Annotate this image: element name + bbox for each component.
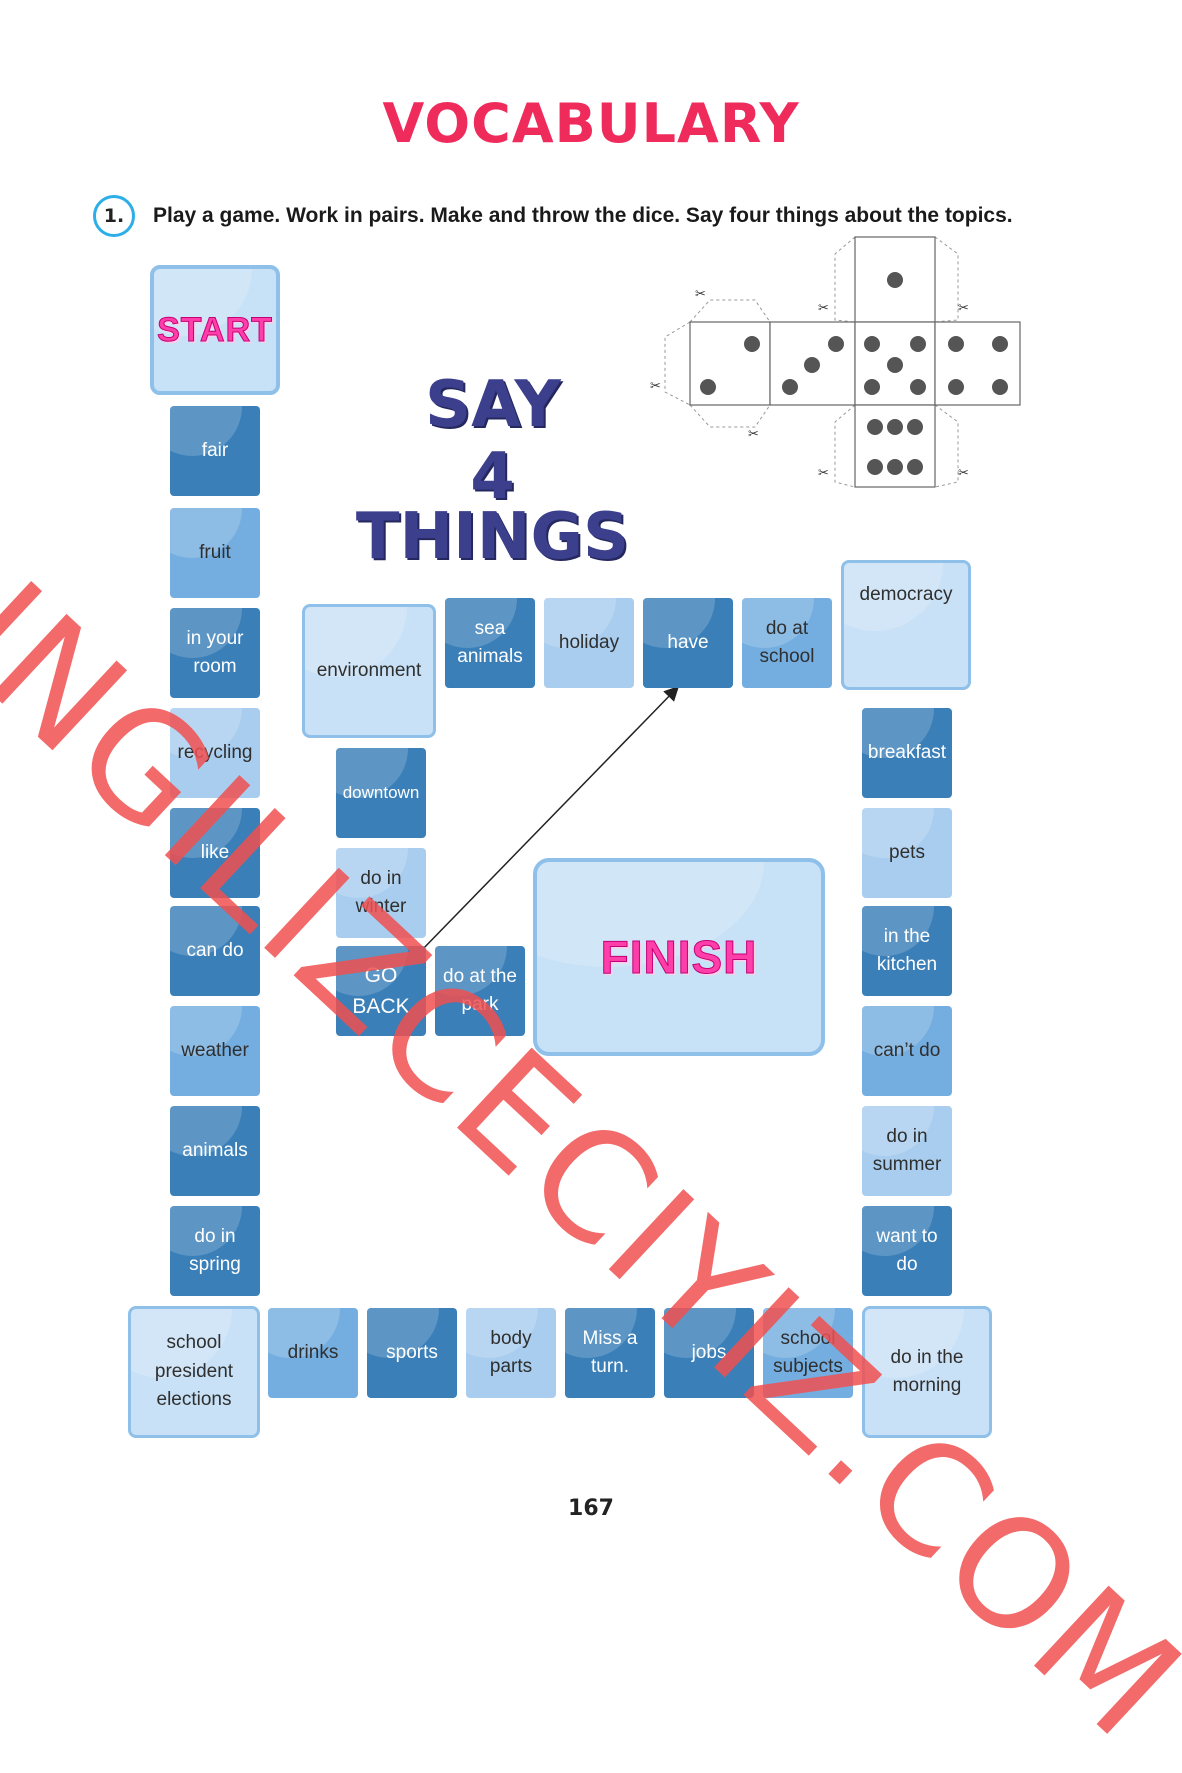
square-holiday: holiday	[544, 598, 634, 688]
square-can-do: can do	[170, 906, 260, 996]
svg-text:✂: ✂	[748, 427, 759, 442]
square-weather: weather	[170, 1006, 260, 1096]
square-like: like	[170, 808, 260, 898]
finish-square: FINISH	[533, 858, 825, 1056]
square-miss-a-turn: Miss a turn.	[565, 1308, 655, 1398]
svg-text:✂: ✂	[958, 466, 969, 481]
svg-text:✂: ✂	[650, 379, 661, 394]
square-do-in-summer: do in summer	[862, 1106, 952, 1196]
square-want-to-do: want to do	[862, 1206, 952, 1296]
square-do-at-the-park: do at the park	[435, 946, 525, 1036]
start-label: START	[157, 310, 273, 349]
square-school-subjects: school subjects	[763, 1308, 853, 1398]
square-do-in-the-morning: do in the morning	[862, 1306, 992, 1438]
square-fruit: fruit	[170, 508, 260, 598]
square-in-your-room: in your room	[170, 608, 260, 698]
square-fair: fair	[170, 406, 260, 496]
square-democracy: democracy	[841, 560, 971, 690]
square-school-president-elections: school president elections	[128, 1306, 260, 1438]
page-title: VOCABULARY	[382, 92, 800, 155]
square-animals: animals	[170, 1106, 260, 1196]
square-drinks: drinks	[268, 1308, 358, 1398]
start-square: START	[150, 265, 280, 395]
exercise-instruction: Play a game. Work in pairs. Make and thr…	[153, 204, 1013, 227]
page-number: 167	[568, 1496, 614, 1521]
square-body-parts: body parts	[466, 1308, 556, 1398]
square-downtown: downtown	[336, 748, 426, 838]
square-cant-do: can’t do	[862, 1006, 952, 1096]
square-recycling: recycling	[170, 708, 260, 798]
square-pets: pets	[862, 808, 952, 898]
square-in-the-kitchen: in the kitchen	[862, 906, 952, 996]
svg-text:✂: ✂	[818, 466, 829, 481]
go-back-arrow	[419, 685, 680, 953]
square-breakfast: breakfast	[862, 708, 952, 798]
svg-text:✂: ✂	[818, 301, 829, 316]
square-have: have	[643, 598, 733, 688]
square-do-in-winter: do in winter	[336, 848, 426, 938]
square-environment: environment	[302, 604, 436, 738]
things-text: THINGS	[355, 500, 630, 574]
scissors-icon: ✂	[695, 287, 706, 302]
square-do-in-spring: do in spring	[170, 1206, 260, 1296]
finish-label: FINISH	[600, 930, 758, 983]
say-text: SAY	[425, 368, 561, 442]
square-do-at-school: do at school	[742, 598, 832, 688]
square-sea-animals: sea animals	[445, 598, 535, 688]
four-text: 4	[470, 440, 515, 514]
square-jobs: jobs	[664, 1308, 754, 1398]
svg-text:✂: ✂	[958, 301, 969, 316]
dice-net-diagram: ✂ ✂ ✂ ✂ ✂ ✂ ✂	[650, 235, 1021, 488]
square-sports: sports	[367, 1308, 457, 1398]
square-go-back: GO BACK	[336, 946, 426, 1036]
exercise-number: 1.	[93, 195, 135, 237]
